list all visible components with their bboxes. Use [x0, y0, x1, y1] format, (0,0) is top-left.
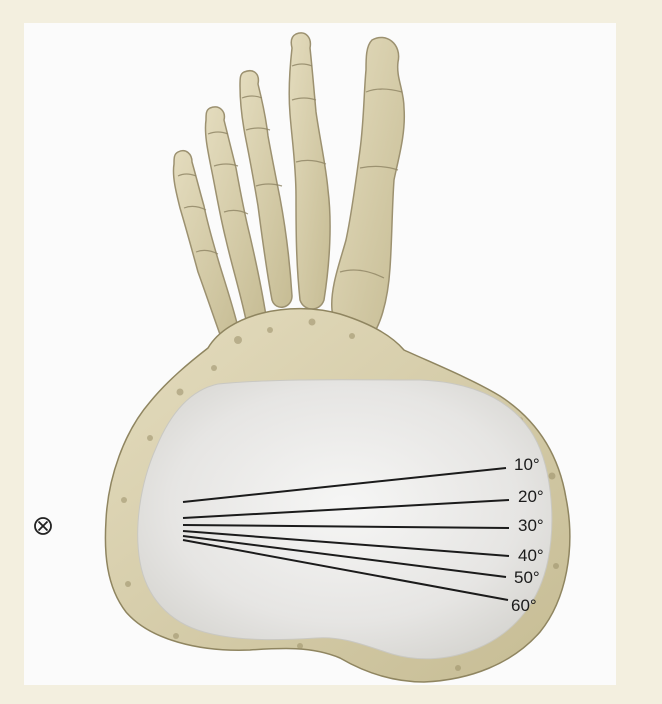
cartilage-surface [138, 380, 552, 659]
angle-label-30: 30° [518, 516, 544, 535]
angle-label-20: 20° [518, 487, 544, 506]
circled-x-icon [32, 515, 54, 537]
angle-label-50: 50° [514, 568, 540, 587]
angle-label-60: 60° [511, 596, 537, 615]
angle-label-40: 40° [518, 546, 544, 565]
second-toe [289, 33, 330, 309]
angle-label-10: 10° [514, 455, 540, 474]
toe-bones [173, 33, 404, 345]
big-toe [332, 37, 405, 341]
